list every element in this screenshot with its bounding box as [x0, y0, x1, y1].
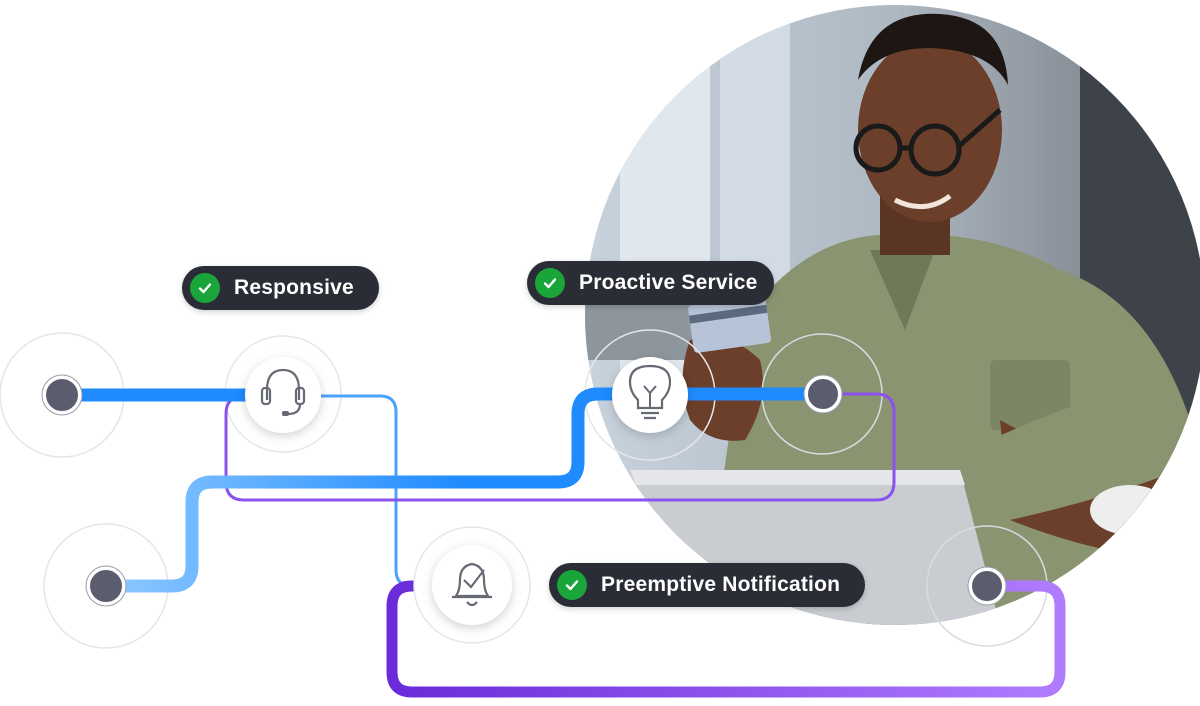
lower-start-node [86, 566, 126, 606]
light-blue-path [303, 394, 442, 588]
responsive-label: Responsive [234, 276, 354, 299]
purple-loop-path [386, 580, 1066, 698]
proactive-badge: Proactive Service [527, 261, 774, 305]
check-icon [557, 570, 587, 600]
blue-curve-path [99, 387, 829, 593]
journey-nodes [41, 374, 1007, 607]
preemptive-label: Preemptive Notification [601, 573, 841, 596]
journey-paths [55, 387, 1066, 698]
responsive-badge: Responsive [182, 266, 379, 310]
bell-check-icon [413, 526, 531, 644]
headset-icon [245, 357, 321, 433]
check-icon [535, 268, 565, 298]
start-node [42, 375, 82, 415]
proactive-label: Proactive Service [579, 271, 758, 294]
proactive-end-node [804, 375, 842, 413]
check-icon [190, 273, 220, 303]
preemptive-badge: Preemptive Notification [549, 563, 865, 607]
lightbulb-icon [612, 357, 688, 433]
preemptive-end-node [968, 567, 1006, 605]
customer-photo [585, 5, 1200, 625]
thin-purple-path [224, 392, 896, 502]
start-node-ring [41, 374, 83, 416]
